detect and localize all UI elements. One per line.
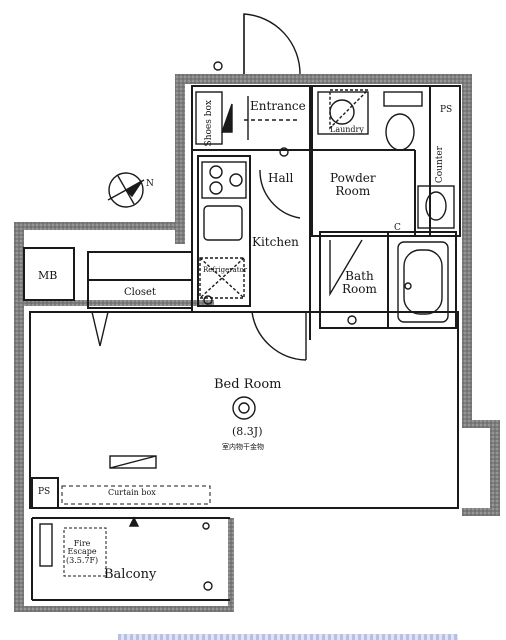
closet-label: Closet xyxy=(124,287,156,298)
balcony-label: Balcony xyxy=(104,567,157,582)
compass-n-label: N xyxy=(146,179,154,189)
powder-room-label: Powder Room xyxy=(330,172,376,197)
ps-bottom-label: PS xyxy=(38,487,51,497)
exterior-walls xyxy=(14,74,500,612)
fire-escape-line2: Escape xyxy=(67,547,97,557)
entrance-label: Entrance xyxy=(250,99,306,113)
c-mark-label: C xyxy=(394,223,401,233)
powder-room-line1: Powder xyxy=(330,171,376,185)
footer-strip xyxy=(118,634,458,640)
bath-room-label: Bath Room xyxy=(342,270,377,295)
hall-label: Hall xyxy=(268,171,294,185)
laundry-label: Laundry xyxy=(330,125,364,134)
fire-escape-line1: Fire xyxy=(73,539,91,548)
bed-room-label: Bed Room xyxy=(214,377,282,392)
ps-top-label: PS xyxy=(440,105,453,115)
powder-room-line2: Room xyxy=(335,183,371,198)
bath-room-line2: Room xyxy=(342,281,377,296)
curtain-box-label: Curtain box xyxy=(108,488,156,497)
interior-walls xyxy=(23,85,461,601)
bed-note-label: 室内物干金物 xyxy=(222,443,264,451)
shoes-box-label: Shoes box xyxy=(204,100,214,147)
kitchen-label: Kitchen xyxy=(252,235,299,249)
mb-label: MB xyxy=(38,269,58,282)
bath-room-line1: Bath xyxy=(345,269,374,283)
refrigerator-label: Refrigerator xyxy=(203,266,248,274)
bed-size-label: (8.3J) xyxy=(232,425,263,438)
fire-escape-line3: (3.5.7F) xyxy=(66,555,99,565)
fixtures xyxy=(39,61,455,591)
fire-escape-label: Fire Escape (3.5.7F) xyxy=(66,539,99,565)
counter-label: Counter xyxy=(435,146,445,184)
